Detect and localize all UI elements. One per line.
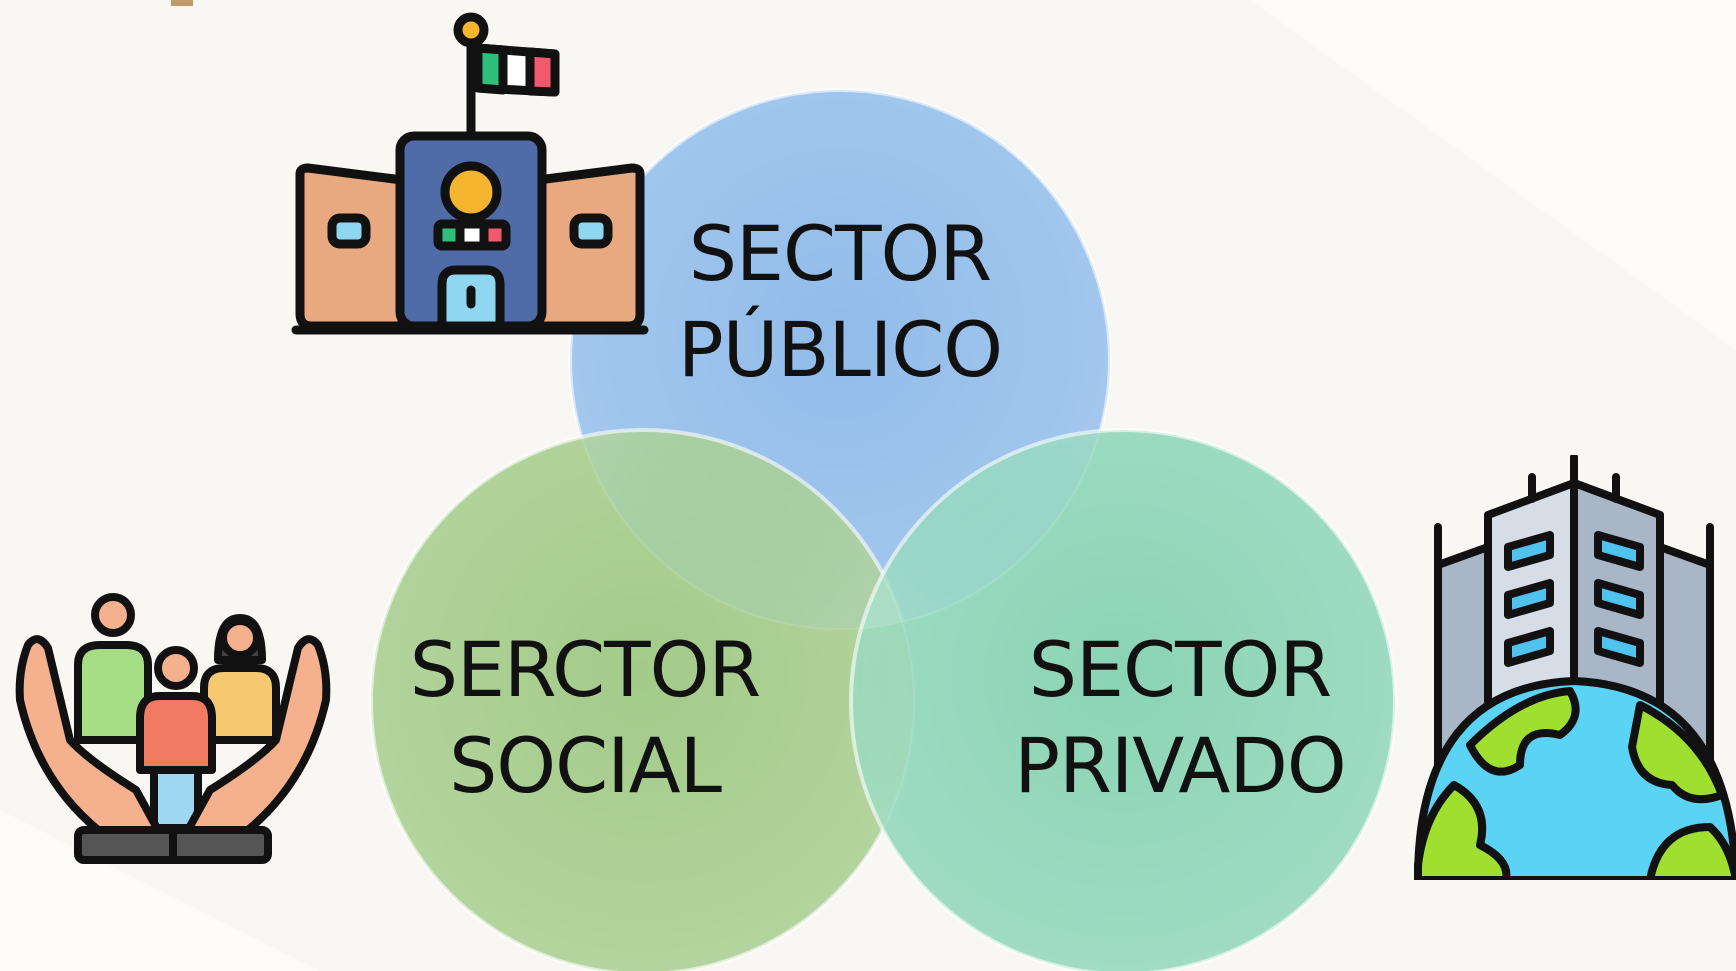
- label-sector-publico: SECTOR PÚBLICO: [620, 206, 1060, 398]
- government-building-flag-icon: [291, 12, 649, 335]
- circle-shade-social: [371, 430, 915, 971]
- circle-shade-privado: [851, 430, 1395, 971]
- label-line: SECTOR: [688, 209, 992, 298]
- label-line: PÚBLICO: [677, 305, 1003, 394]
- label-line: SERCTOR: [409, 625, 761, 714]
- business-building-globe-icon: [1414, 455, 1736, 880]
- label-line: PRIVADO: [1014, 721, 1347, 810]
- label-sector-privado: SECTOR PRIVADO: [960, 622, 1400, 814]
- label-line: SOCIAL: [449, 721, 722, 810]
- corner-accent-mark: [171, 0, 193, 6]
- community-hands-icon: [15, 593, 331, 864]
- label-line: SECTOR: [1028, 625, 1332, 714]
- label-sector-social: SERCTOR SOCIAL: [365, 622, 805, 814]
